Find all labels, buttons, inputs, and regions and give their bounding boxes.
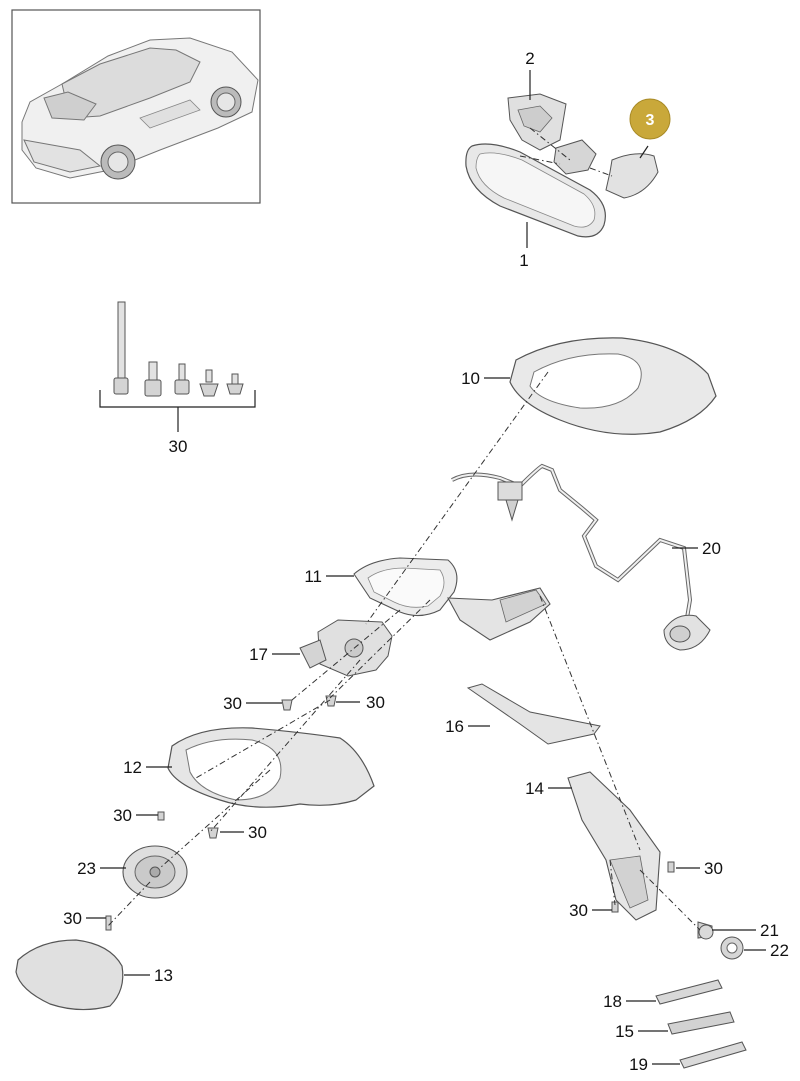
callout-19[interactable]: 19 — [629, 1055, 648, 1074]
callout-16[interactable]: 16 — [445, 717, 464, 736]
callout-18[interactable]: 18 — [603, 992, 622, 1011]
part-3-mirror-trim — [605, 153, 659, 199]
callout-17[interactable]: 17 — [249, 645, 268, 664]
part-22-grommet — [720, 936, 744, 960]
callout-30-d[interactable]: 30 — [248, 823, 267, 842]
callout-30-g[interactable]: 30 — [569, 901, 588, 920]
screw-small — [226, 373, 244, 395]
part-21-screw — [697, 921, 714, 940]
callout-12[interactable]: 12 — [123, 758, 142, 777]
callout-13[interactable]: 13 — [154, 966, 173, 985]
callout-11[interactable]: 11 — [304, 567, 322, 586]
callout-22[interactable]: 22 — [770, 941, 789, 960]
callout-3-label: 3 — [646, 112, 655, 129]
callout-leaders — [86, 70, 766, 1065]
part-2-mirror-cover — [507, 93, 567, 151]
fastener-set — [99, 301, 256, 432]
callout-20[interactable]: 20 — [702, 539, 721, 558]
callout-30-b[interactable]: 30 — [366, 693, 385, 712]
screw-flanged — [199, 369, 219, 397]
callout-21[interactable]: 21 — [760, 921, 779, 940]
part-11-base-trim — [353, 557, 551, 641]
callout-30-a[interactable]: 30 — [223, 694, 242, 713]
vehicle-overview-box — [11, 9, 261, 204]
callout-30-e[interactable]: 30 — [704, 859, 723, 878]
callout-3-highlight[interactable]: 3 — [629, 98, 671, 140]
part-13-mirror-glass — [15, 939, 124, 1011]
loose-screws — [105, 695, 675, 931]
part-12-mirror-housing — [167, 727, 375, 808]
callout-30-c[interactable]: 30 — [113, 806, 132, 825]
bolt-medium — [144, 361, 162, 397]
part-23-adjustment-motor — [122, 845, 188, 899]
callout-2[interactable]: 2 — [525, 49, 534, 68]
part-16-cover-strip — [466, 683, 601, 745]
callout-1[interactable]: 1 — [519, 251, 528, 270]
interior-mirror-group — [465, 93, 659, 238]
car-overview-icon — [21, 37, 259, 180]
part-15-seal-strip — [667, 1011, 735, 1035]
callout-15[interactable]: 15 — [615, 1022, 634, 1041]
callout-10[interactable]: 10 — [461, 369, 480, 388]
callout-labels: 2 1 30 10 20 11 17 30 30 16 12 14 30 30 … — [63, 49, 789, 1074]
assembly-lines — [107, 371, 701, 931]
mirror-mount-bracket — [553, 139, 597, 175]
callout-14[interactable]: 14 — [525, 779, 544, 798]
part-10-housing-cover — [509, 337, 717, 435]
part-14-mirror-foot — [567, 771, 661, 921]
callout-23[interactable]: 23 — [77, 859, 96, 878]
part-1-interior-mirror — [465, 143, 606, 238]
callout-30-fastener-set[interactable]: 30 — [169, 437, 188, 456]
part-18-seal-strip — [655, 979, 723, 1005]
connector-plug — [663, 614, 711, 651]
callout-30-f[interactable]: 30 — [63, 909, 82, 928]
part-20-wiring-harness — [451, 463, 711, 651]
part-19-seal-strip — [679, 1041, 747, 1069]
bolt-long — [113, 301, 129, 395]
bolt-short — [174, 363, 190, 395]
